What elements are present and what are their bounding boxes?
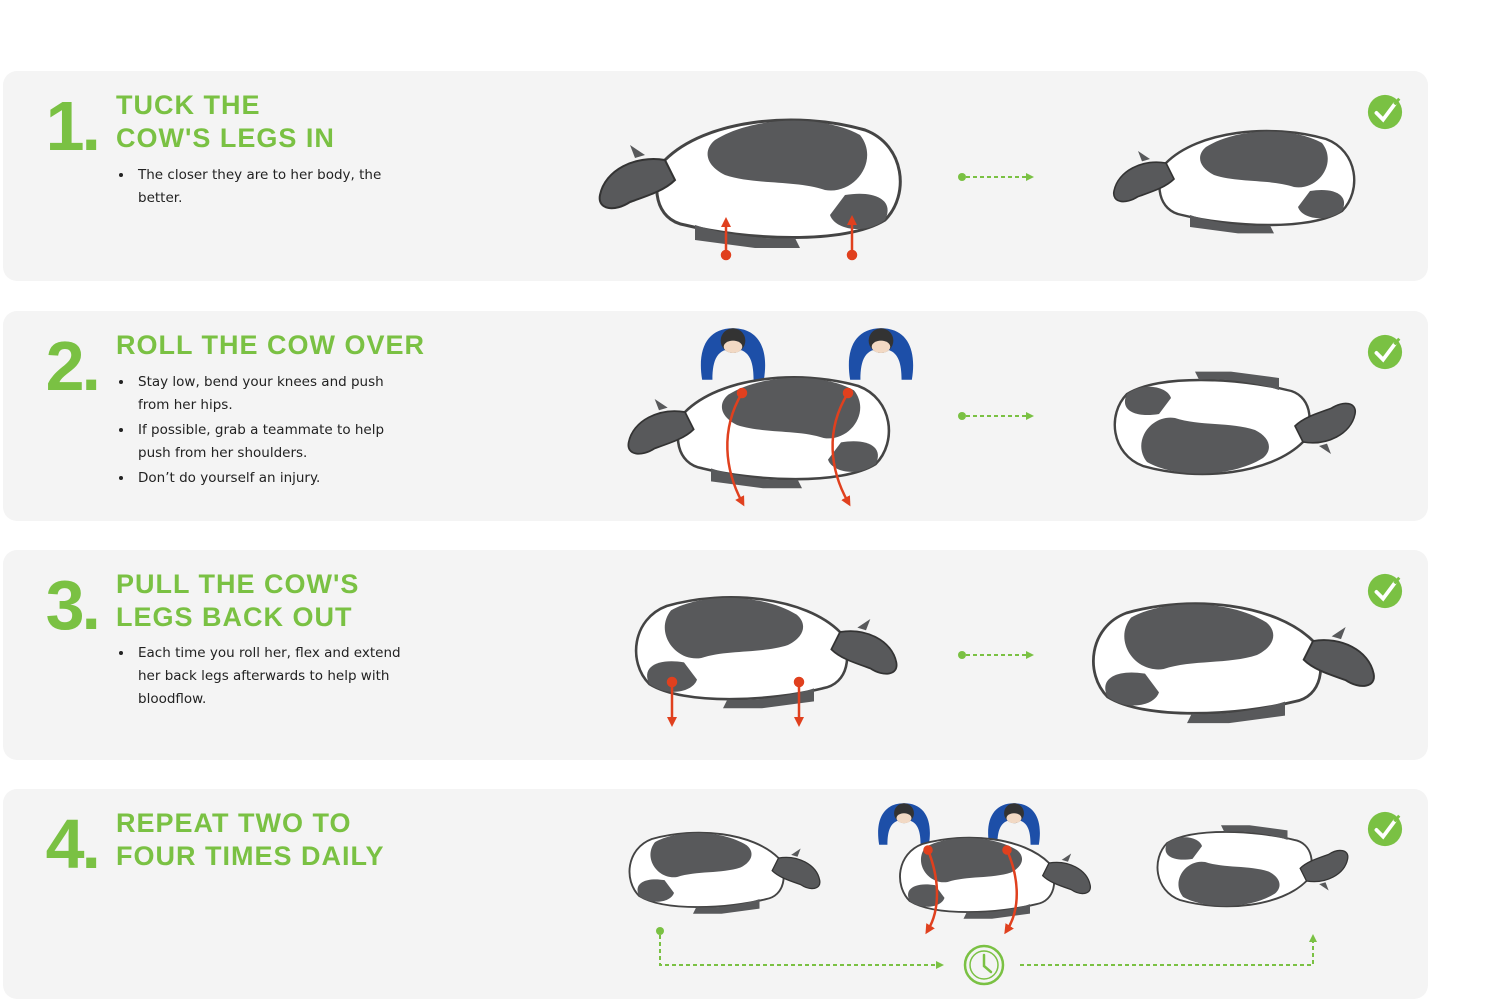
title-line: REPEAT TWO TO: [116, 808, 352, 838]
title-line: COW'S LEGS IN: [116, 123, 335, 153]
step-number: 2.: [45, 327, 101, 405]
title-line: TUCK THE: [116, 90, 261, 120]
step-title: PULL THE COW'S LEGS BACK OUT: [116, 568, 359, 634]
step-number: 4.: [45, 805, 101, 883]
repeat-cycle-arrow: [656, 927, 1317, 969]
step-title: REPEAT TWO TO FOUR TIMES DAILY: [116, 807, 385, 873]
cow-illustration: [628, 831, 821, 915]
cow-rolled-illustration: [1113, 370, 1357, 476]
dotted-arrow-icon: [958, 651, 1034, 659]
check-circle-icon: [1366, 333, 1404, 371]
step-bullets: Stay low, bend your knees and push from …: [116, 371, 404, 492]
cow-legs-out-illustration: [598, 118, 902, 250]
dotted-arrow-icon: [958, 173, 1034, 181]
title-line: ROLL THE COW OVER: [116, 330, 426, 360]
bullet: Each time you roll her, flex and extend …: [134, 642, 404, 711]
cow-illustration: [634, 595, 899, 710]
step-number: 1.: [45, 87, 101, 165]
step-3-panel: 3. PULL THE COW'S LEGS BACK OUT Each tim…: [3, 550, 1428, 760]
push-arrow-icon: [726, 387, 854, 507]
clock-icon: [963, 944, 1005, 986]
step-title: ROLL THE COW OVER: [116, 329, 425, 362]
step-title: TUCK THE COW'S LEGS IN: [116, 89, 335, 155]
worker-illustration: [848, 328, 914, 380]
push-arrow-icon: [666, 676, 805, 727]
step-bullets: The closer they are to her body, the bet…: [116, 164, 404, 212]
check-circle-icon: [1366, 93, 1404, 131]
cow-legs-extended-illustration: [1091, 602, 1376, 725]
cow-legs-tucked-illustration: [1112, 129, 1356, 235]
worker-illustration: [988, 803, 1040, 845]
bullet: Stay low, bend your knees and push from …: [134, 371, 404, 417]
bullet: The closer they are to her body, the bet…: [134, 164, 404, 210]
worker-illustration: [878, 803, 930, 845]
step-number: 3.: [45, 566, 101, 644]
bullet: Don’t do yourself an injury.: [134, 467, 404, 490]
dotted-arrow-icon: [958, 412, 1034, 420]
check-circle-icon: [1366, 572, 1404, 610]
step-bullets: Each time you roll her, flex and extend …: [116, 642, 404, 713]
cow-rolled-illustration: [1156, 824, 1349, 908]
check-circle-icon: [1366, 810, 1404, 848]
push-arrow-icon: [720, 215, 858, 261]
worker-illustration: [700, 328, 766, 380]
title-line: FOUR TIMES DAILY: [116, 841, 385, 871]
title-line: LEGS BACK OUT: [116, 602, 353, 632]
bullet: If possible, grab a teammate to help pus…: [134, 419, 404, 465]
push-arrow-icon: [923, 845, 1018, 935]
title-line: PULL THE COW'S: [116, 569, 360, 599]
